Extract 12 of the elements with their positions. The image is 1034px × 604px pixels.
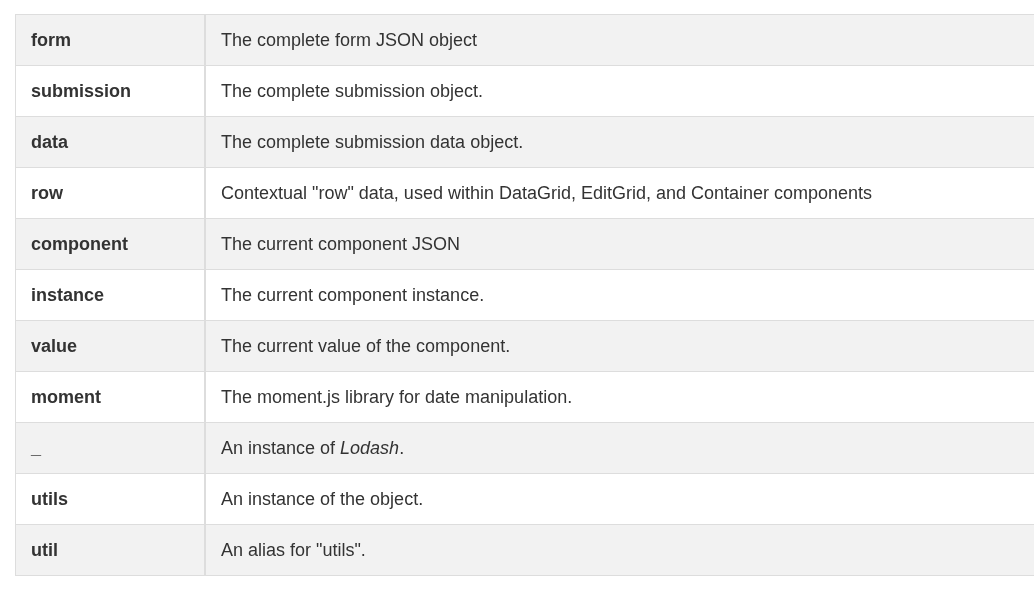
variable-name-cell: util: [15, 524, 205, 576]
variable-name-cell: _: [15, 422, 205, 474]
description-cell: The complete submission data object.: [205, 116, 1034, 168]
description-cell: The current value of the component.: [205, 320, 1034, 372]
description-cell: The complete form JSON object: [205, 14, 1034, 66]
description-cell: An instance of Lodash.: [205, 422, 1034, 474]
variable-name-cell: component: [15, 218, 205, 270]
variable-name-cell: form: [15, 14, 205, 66]
description-cell: The current component JSON: [205, 218, 1034, 270]
variable-name-cell: data: [15, 116, 205, 168]
description-cell: An alias for "utils".: [205, 524, 1034, 576]
variable-name-cell: value: [15, 320, 205, 372]
